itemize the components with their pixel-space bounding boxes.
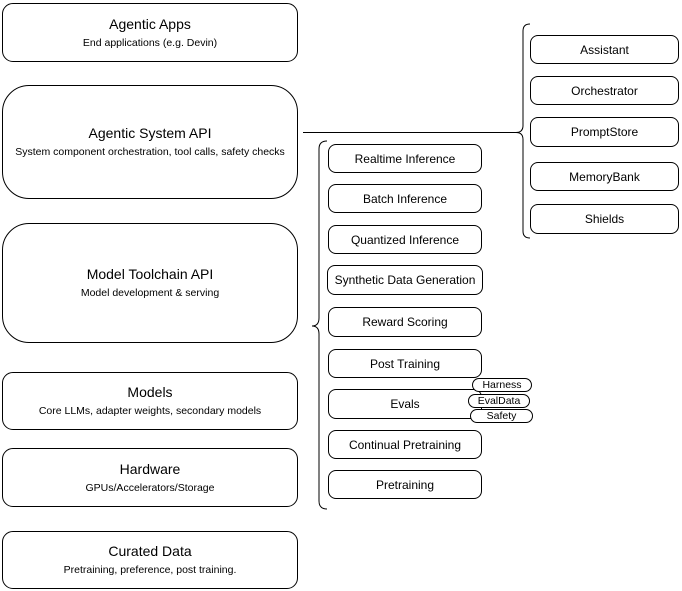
item-label: Quantized Inference [350, 232, 460, 247]
toolchain-item-pretraining: Pretraining [328, 470, 482, 499]
item-label: Post Training [369, 356, 441, 371]
box-subtitle: Core LLMs, adapter weights, secondary mo… [38, 405, 262, 417]
item-label: Batch Inference [362, 191, 448, 206]
toolchain-item-batch-inference: Batch Inference [328, 184, 482, 213]
box-model-toolchain-api: Model Toolchain API Model development & … [2, 223, 298, 343]
evals-badge-safety: Safety [470, 409, 533, 423]
toolchain-item-continual-pretraining: Continual Pretraining [328, 430, 482, 459]
component-label: Assistant [580, 42, 629, 57]
toolchain-item-realtime-inference: Realtime Inference [328, 144, 482, 173]
component-label: PromptStore [570, 125, 639, 139]
item-label: Evals [390, 397, 420, 411]
box-title: Model Toolchain API [86, 266, 214, 282]
component-label: MemoryBank [569, 169, 640, 184]
item-label: Pretraining [375, 477, 435, 492]
component-label: Shields [584, 212, 625, 226]
box-title: Curated Data [108, 543, 192, 559]
badge-label: EvalData [477, 395, 521, 407]
box-models: Models Core LLMs, adapter weights, secon… [2, 372, 298, 430]
item-label: Synthetic Data Generation [334, 273, 476, 287]
badge-label: Safety [486, 410, 517, 422]
box-agentic-apps: Agentic Apps End applications (e.g. Devi… [2, 3, 298, 62]
toolchain-item-reward-scoring: Reward Scoring [328, 307, 482, 337]
box-title: Models [127, 384, 173, 400]
brace-system-components [515, 23, 531, 239]
toolchain-item-synthetic-data-generation: Synthetic Data Generation [327, 265, 483, 295]
item-label: Continual Pretraining [348, 437, 462, 452]
box-title: Agentic System API [88, 125, 212, 141]
box-subtitle: Model development & serving [80, 287, 220, 299]
evals-badge-evaldata: EvalData [468, 394, 530, 408]
box-subtitle: System component orchestration, tool cal… [15, 146, 285, 158]
box-subtitle: End applications (e.g. Devin) [82, 36, 218, 49]
toolchain-item-post-training: Post Training [328, 349, 482, 378]
toolchain-item-evals: Evals [328, 389, 482, 419]
box-hardware: Hardware GPUs/Accelerators/Storage [2, 448, 298, 507]
toolchain-item-quantized-inference: Quantized Inference [328, 225, 482, 254]
box-title: Agentic Apps [109, 15, 191, 32]
box-title: Hardware [119, 460, 181, 477]
evals-badge-harness: Harness [472, 378, 532, 392]
component-assistant: Assistant [530, 35, 679, 64]
box-curated-data: Curated Data Pretraining, preference, po… [2, 531, 298, 589]
badge-label: Harness [482, 379, 522, 391]
brace-model-toolchain [311, 140, 328, 510]
component-orchestrator: Orchestrator [530, 76, 679, 105]
component-memorybank: MemoryBank [530, 162, 679, 191]
box-subtitle: Pretraining, preference, post training. [63, 564, 237, 576]
component-shields: Shields [530, 204, 679, 234]
item-label: Reward Scoring [362, 315, 448, 329]
component-label: Orchestrator [571, 83, 638, 98]
box-agentic-system-api: Agentic System API System component orch… [2, 85, 298, 199]
item-label: Realtime Inference [354, 151, 456, 166]
box-subtitle: GPUs/Accelerators/Storage [85, 481, 215, 494]
component-promptstore: PromptStore [530, 117, 679, 147]
